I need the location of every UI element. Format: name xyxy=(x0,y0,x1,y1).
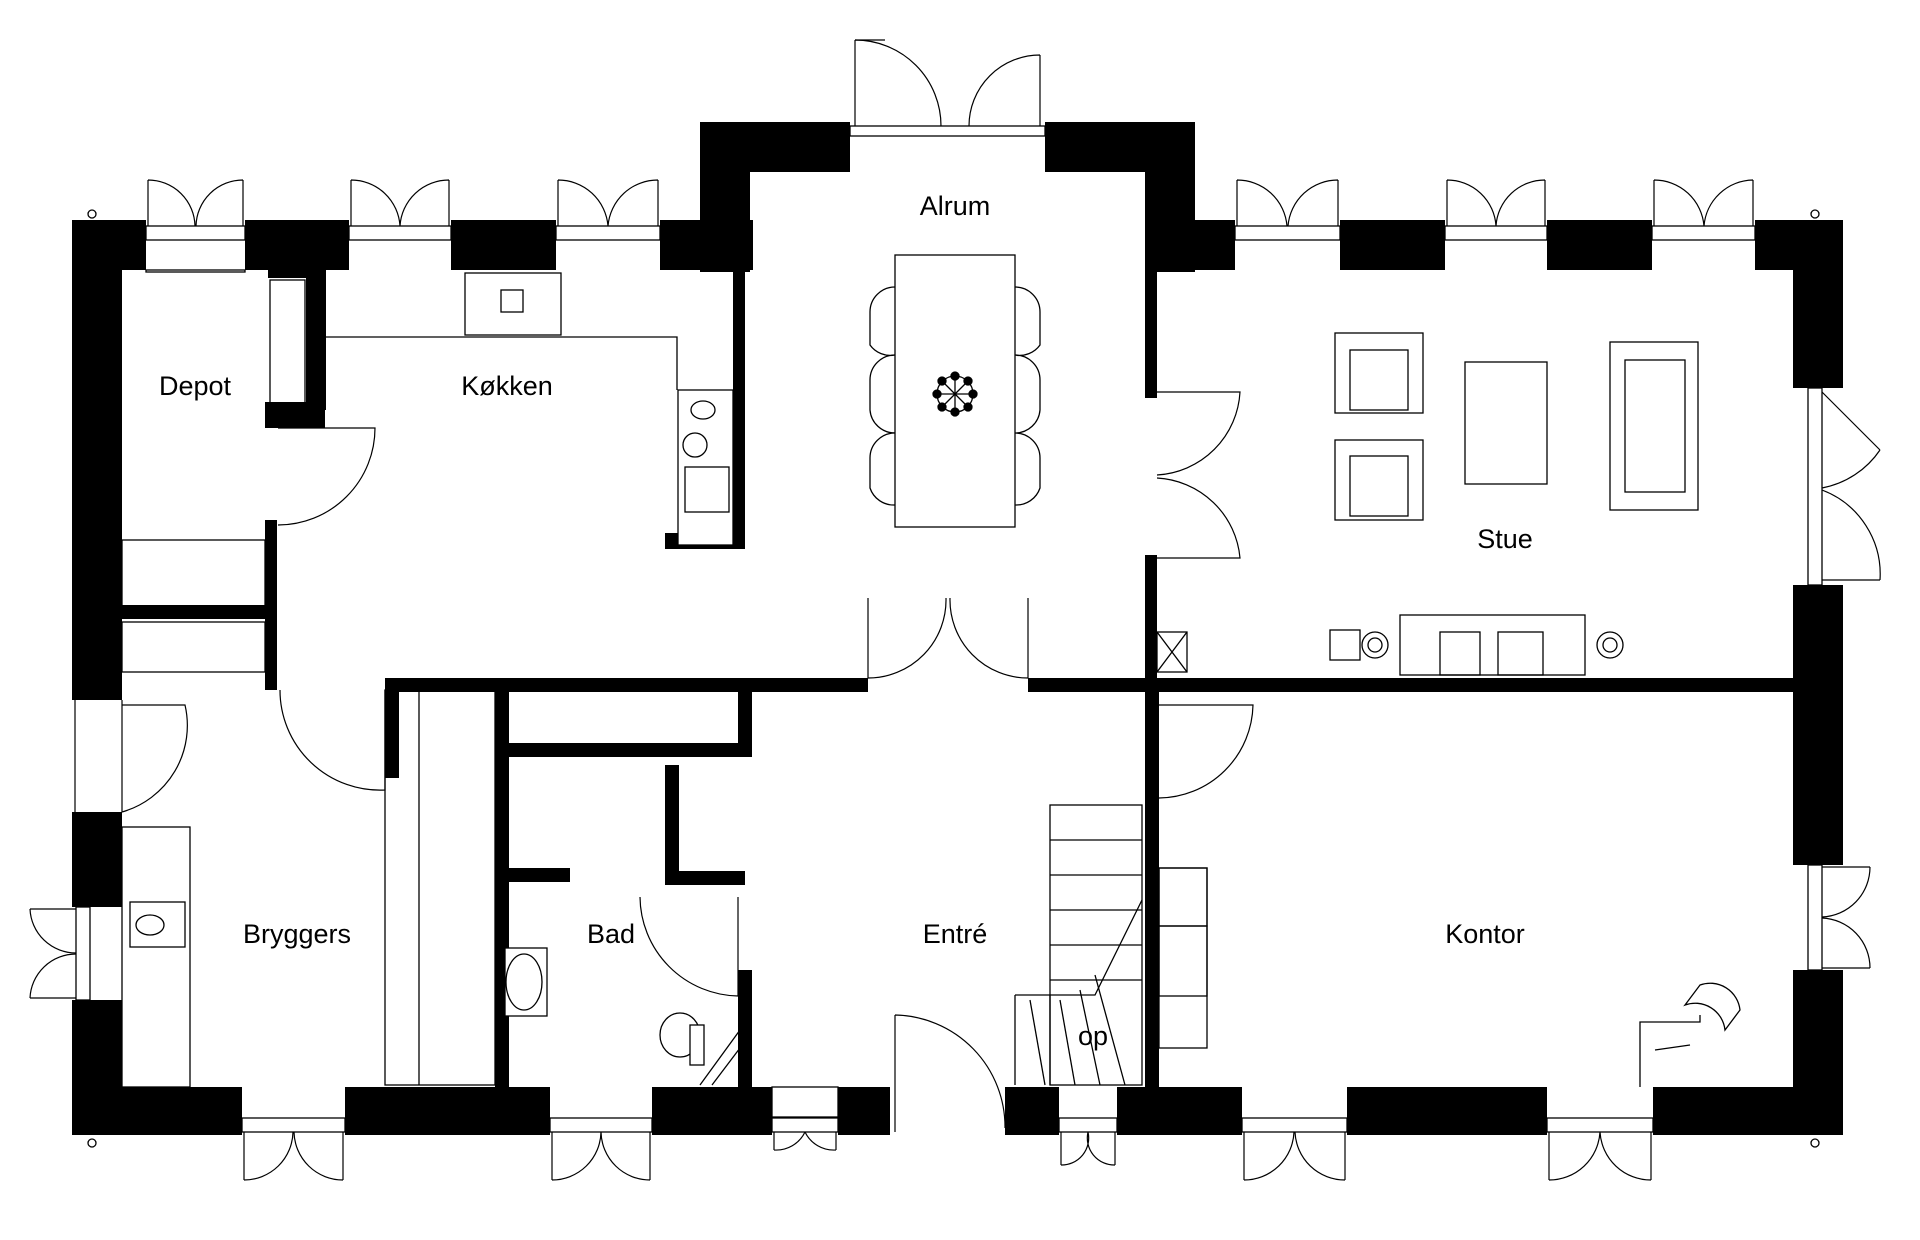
windows xyxy=(29,39,1881,1181)
window-right-1 xyxy=(1807,387,1881,586)
window-bottom-4 xyxy=(1058,1117,1118,1166)
window-left-1 xyxy=(29,906,91,1001)
room-depot-label: Depot xyxy=(159,371,232,401)
room-kontor-label: Kontor xyxy=(1445,919,1525,949)
window-alrum-top xyxy=(849,39,1046,137)
room-labels: Depot Køkken Alrum Stue Bryggers Bad Ent… xyxy=(159,191,1533,949)
window-top-5 xyxy=(1444,179,1548,241)
window-bottom-3 xyxy=(771,1086,839,1151)
window-top-3 xyxy=(555,179,661,241)
door-left-exterior xyxy=(74,700,188,813)
corner-markers xyxy=(87,209,1820,1148)
stair-direction-label: op xyxy=(1078,1021,1108,1051)
room-bad-label: Bad xyxy=(587,919,635,949)
doors xyxy=(277,391,1254,1132)
chandelier-icon xyxy=(932,371,978,417)
room-alrum-label: Alrum xyxy=(920,191,991,221)
window-top-4 xyxy=(1234,179,1341,241)
window-right-2 xyxy=(1807,864,1871,971)
room-stue-label: Stue xyxy=(1477,524,1533,554)
window-top-6 xyxy=(1651,179,1756,241)
exterior-walls xyxy=(72,122,1843,1135)
room-kokken-label: Køkken xyxy=(461,371,553,401)
window-bottom-6 xyxy=(1546,1117,1654,1181)
window-bottom-2 xyxy=(549,1117,653,1181)
window-bottom-5 xyxy=(1241,1117,1348,1181)
window-bottom-1 xyxy=(241,1117,346,1181)
window-top-1 xyxy=(145,179,246,273)
furniture xyxy=(121,254,1741,1088)
interior-walls xyxy=(122,270,1793,1088)
stairs xyxy=(1014,804,1143,1086)
window-top-2 xyxy=(348,179,452,241)
room-bryggers-label: Bryggers xyxy=(243,919,351,949)
room-entre-label: Entré xyxy=(923,919,988,949)
